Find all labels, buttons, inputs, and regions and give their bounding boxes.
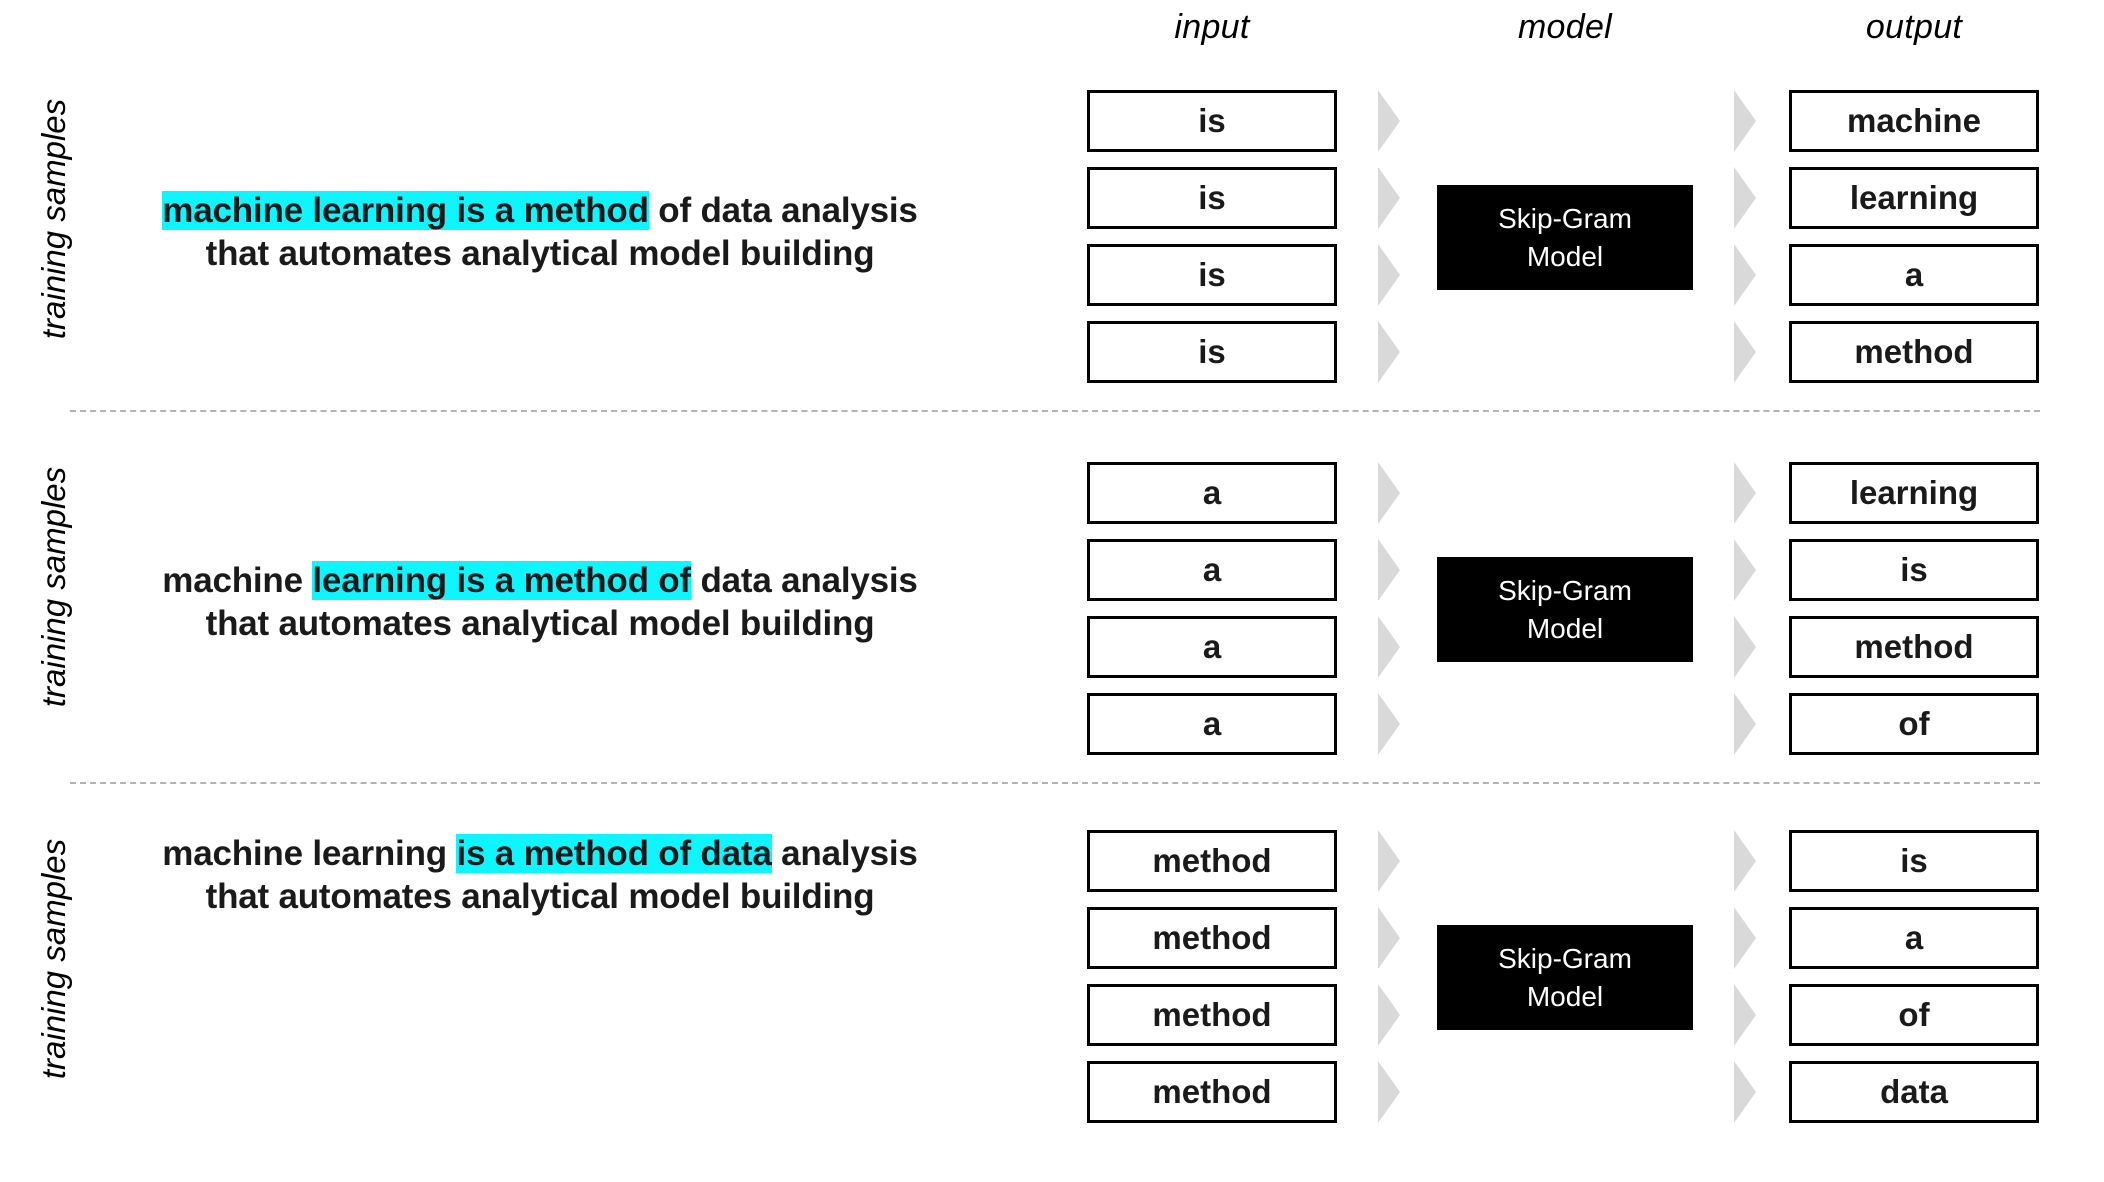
- sentence-line-1: machine learning is a method of data ana…: [60, 560, 1020, 603]
- output-word-box[interactable]: a: [1789, 244, 2039, 306]
- output-word-box[interactable]: method: [1789, 616, 2039, 678]
- skip-gram-model-box[interactable]: Skip-Gram Model: [1437, 925, 1693, 1030]
- sentence-suffix: of data analysis: [648, 191, 918, 230]
- model-box-line-2: Model: [1526, 240, 1604, 272]
- arrow-right-icon: [1378, 462, 1400, 524]
- output-word-box[interactable]: learning: [1789, 167, 2039, 229]
- arrow-right-icon: [1378, 167, 1400, 229]
- sentence-suffix: data analysis: [690, 561, 918, 600]
- training-sentence-3: machine learning is a method of data ana…: [60, 833, 1020, 918]
- arrow-right-icon: [1734, 830, 1756, 892]
- output-word-box[interactable]: of: [1789, 693, 2039, 755]
- sentence-line-2: that automates analytical model building: [205, 876, 875, 916]
- sentence-suffix: analysis: [771, 834, 918, 873]
- arrow-right-icon: [1378, 984, 1400, 1046]
- sentence-line-2: that automates analytical model building: [205, 233, 875, 273]
- arrow-right-icon: [1378, 830, 1400, 892]
- arrow-right-icon: [1734, 167, 1756, 229]
- arrow-right-icon: [1734, 539, 1756, 601]
- skip-gram-model-box[interactable]: Skip-Gram Model: [1437, 557, 1693, 662]
- arrow-right-icon: [1378, 693, 1400, 755]
- training-sentence-2: machine learning is a method of data ana…: [60, 560, 1020, 645]
- model-box-line-2: Model: [1526, 980, 1604, 1012]
- arrow-right-icon: [1378, 907, 1400, 969]
- sentence-prefix: machine: [162, 561, 313, 600]
- model-box-line-1: Skip-Gram: [1498, 574, 1632, 606]
- arrow-right-icon: [1734, 244, 1756, 306]
- arrow-right-icon: [1734, 693, 1756, 755]
- arrow-right-icon: [1734, 321, 1756, 383]
- column-header-model: model: [1517, 8, 1613, 46]
- arrow-right-icon: [1734, 90, 1756, 152]
- input-word-box[interactable]: method: [1087, 984, 1337, 1046]
- arrow-right-icon: [1378, 616, 1400, 678]
- skip-gram-model-box[interactable]: Skip-Gram Model: [1437, 185, 1693, 290]
- arrow-right-icon: [1378, 1061, 1400, 1123]
- arrow-right-icon: [1734, 1061, 1756, 1123]
- sentence-line-2: that automates analytical model building: [205, 603, 875, 643]
- output-word-box[interactable]: is: [1789, 539, 2039, 601]
- output-word-box[interactable]: machine: [1789, 90, 2039, 152]
- output-word-box[interactable]: method: [1789, 321, 2039, 383]
- model-box-line-2: Model: [1526, 612, 1604, 644]
- input-word-box[interactable]: method: [1087, 830, 1337, 892]
- input-word-box[interactable]: method: [1087, 1061, 1337, 1123]
- input-word-box[interactable]: is: [1087, 167, 1337, 229]
- column-header-output: output: [1865, 8, 1963, 46]
- output-word-box[interactable]: learning: [1789, 462, 2039, 524]
- model-box-line-1: Skip-Gram: [1498, 942, 1632, 974]
- output-word-box[interactable]: of: [1789, 984, 2039, 1046]
- output-word-box[interactable]: a: [1789, 907, 2039, 969]
- arrow-right-icon: [1378, 90, 1400, 152]
- arrow-right-icon: [1378, 539, 1400, 601]
- arrow-right-icon: [1734, 907, 1756, 969]
- section-divider: [70, 782, 2040, 784]
- input-word-box[interactable]: is: [1087, 244, 1337, 306]
- input-word-box[interactable]: a: [1087, 693, 1337, 755]
- arrow-right-icon: [1734, 616, 1756, 678]
- input-word-box[interactable]: method: [1087, 907, 1337, 969]
- section-divider: [70, 410, 2040, 412]
- input-word-box[interactable]: a: [1087, 462, 1337, 524]
- input-word-box[interactable]: is: [1087, 321, 1337, 383]
- training-sentence-1: machine learning is a method of data ana…: [60, 190, 1020, 275]
- column-header-input: input: [1174, 8, 1250, 46]
- model-box-line-1: Skip-Gram: [1498, 202, 1632, 234]
- arrow-right-icon: [1378, 244, 1400, 306]
- arrow-right-icon: [1734, 462, 1756, 524]
- arrow-right-icon: [1378, 321, 1400, 383]
- sentence-line-1: machine learning is a method of data ana…: [60, 833, 1020, 876]
- highlighted-context-window: is a method of data: [456, 834, 772, 873]
- input-word-box[interactable]: is: [1087, 90, 1337, 152]
- highlighted-context-window: learning is a method of: [312, 561, 691, 600]
- arrow-right-icon: [1734, 984, 1756, 1046]
- output-word-box[interactable]: is: [1789, 830, 2039, 892]
- input-word-box[interactable]: a: [1087, 616, 1337, 678]
- highlighted-context-window: machine learning is a method: [162, 191, 649, 230]
- input-word-box[interactable]: a: [1087, 539, 1337, 601]
- sentence-prefix: machine learning: [162, 834, 457, 873]
- output-word-box[interactable]: data: [1789, 1061, 2039, 1123]
- sentence-line-1: machine learning is a method of data ana…: [60, 190, 1020, 233]
